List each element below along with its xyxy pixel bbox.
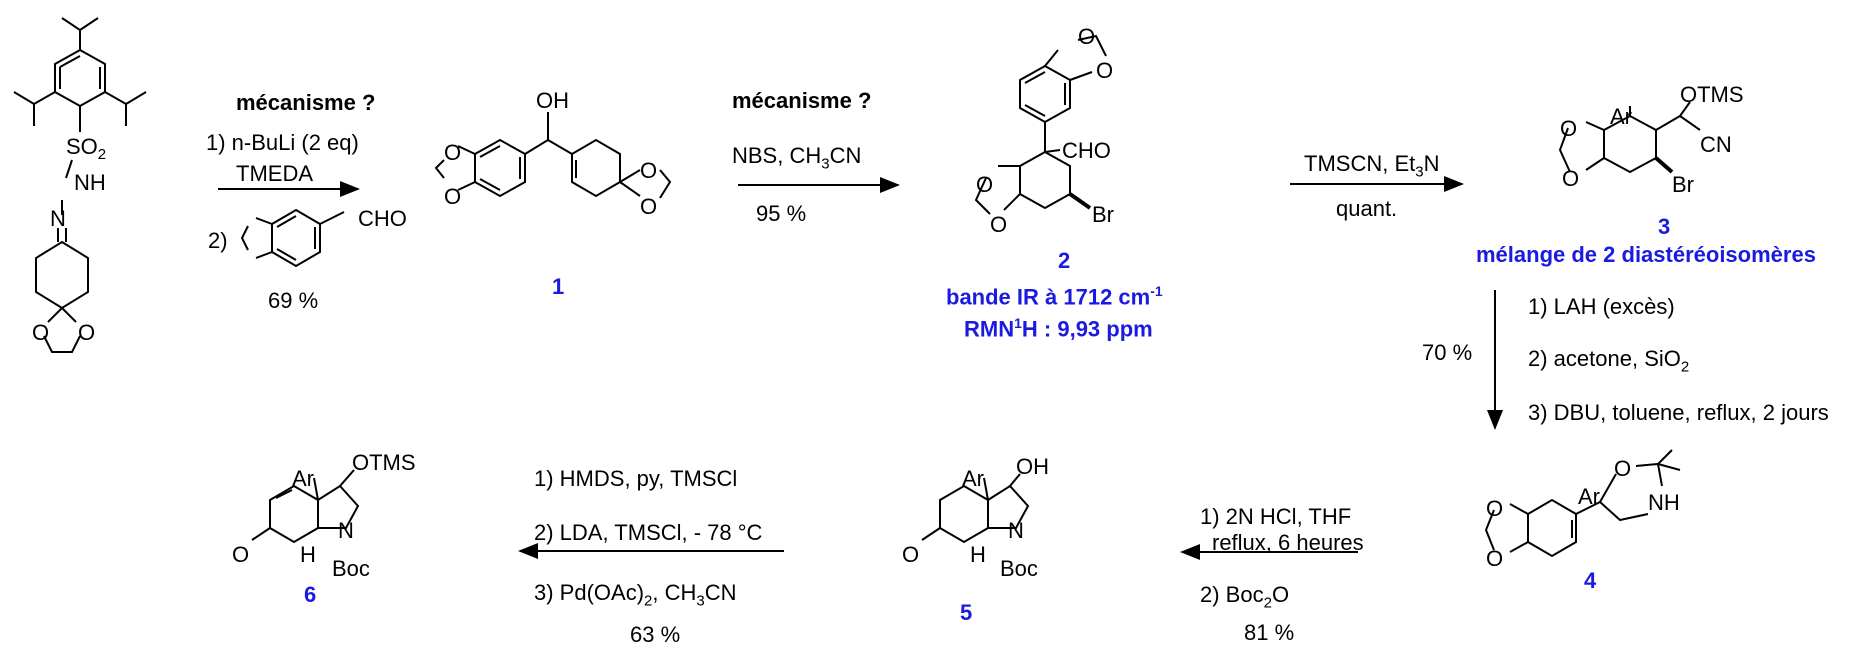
atom-otms-c6: OTMS — [352, 450, 416, 475]
step6-reagent-line3: 3) Pd(OAc)2, CH3CN — [534, 580, 737, 610]
atom-br-c3: Br — [1672, 172, 1694, 197]
atom-n-c6: N — [338, 518, 354, 543]
compound-5-number: 5 — [960, 600, 973, 625]
atom-ar-c4: Ar — [1578, 484, 1600, 509]
atom-o-c1-b: O — [444, 184, 461, 209]
compound-3-note: mélange de 2 diastéréoisomères — [1476, 242, 1816, 267]
compound-3-number: 3 — [1658, 214, 1671, 239]
atom-o-c3-a: O — [1560, 116, 1577, 141]
atom-cho-c2: CHO — [1062, 138, 1111, 163]
atom-o-c6: O — [232, 542, 249, 567]
step6-reagent-line1: 1) HMDS, py, TMSCl — [534, 466, 738, 491]
step1-aldehyde-structure — [240, 208, 345, 268]
atom-otms-c3: OTMS — [1680, 82, 1744, 107]
atom-oh-c5: OH — [1016, 454, 1049, 479]
atom-o-sm-right: O — [78, 320, 95, 345]
atom-oh-c1: OH — [536, 88, 569, 113]
step4-reagent-line3: 3) DBU, toluene, reflux, 2 jours — [1528, 400, 1829, 425]
atom-br-c2: Br — [1092, 202, 1114, 227]
step6-reagent-line2: 2) LDA, TMSCl, - 78 °C — [534, 520, 763, 545]
step1-reagent-line1: 1) n-BuLi (2 eq) — [206, 130, 359, 155]
compound-6-structure — [251, 469, 360, 544]
atom-o-c1-c: O — [640, 158, 657, 183]
compound-4-number: 4 — [1584, 568, 1597, 593]
step2-reagents: NBS, CH3CN — [732, 143, 862, 173]
compound-2-nmr: RMN1H : 9,93 ppm — [964, 315, 1153, 342]
compound-5-structure — [921, 473, 1030, 544]
step6-yield: 63 % — [630, 622, 681, 647]
step4-reagent-line1: 1) LAH (excès) — [1528, 294, 1675, 319]
compound-2-structure — [974, 34, 1107, 215]
step1-yield: 69 % — [268, 288, 319, 313]
atom-o-c2-d: O — [990, 212, 1007, 237]
step5-reagent-line1: 1) 2N HCl, THF — [1200, 504, 1352, 529]
atom-o-c5: O — [902, 542, 919, 567]
step5-yield: 81 % — [1244, 620, 1295, 645]
atom-o-c4-a: O — [1486, 496, 1503, 521]
atom-h-c5: H — [970, 542, 986, 567]
compound-3-structure — [1558, 101, 1701, 174]
atom-n-c5: N — [1008, 518, 1024, 543]
atom-o-c4-ring: O — [1614, 456, 1631, 481]
atom-o-c3-b: O — [1562, 166, 1579, 191]
step2-question: mécanisme ? — [732, 88, 872, 113]
atom-o-c1-a: O — [444, 140, 461, 165]
atom-o-c1-d: O — [640, 194, 657, 219]
step1-reagent-line3: 2) — [208, 228, 228, 253]
compound-1-structure — [434, 112, 672, 199]
compound-1-number: 1 — [552, 274, 565, 299]
atom-o-c2-b: O — [1096, 58, 1113, 83]
step2-yield: 95 % — [756, 201, 807, 226]
atom-ar-c6: Ar — [292, 466, 314, 491]
step4-yield: 70 % — [1422, 340, 1473, 365]
atom-ar-c3: Ar — [1610, 104, 1632, 129]
atom-o-c2-a: O — [1078, 24, 1095, 49]
atom-so2: SO2 — [66, 134, 106, 163]
step4-reagent-line2: 2) acetone, SiO2 — [1528, 346, 1690, 376]
atom-nh-c4: NH — [1648, 490, 1680, 515]
atom-boc-c5: Boc — [1000, 556, 1038, 581]
atom-ar-c5: Ar — [962, 466, 984, 491]
compound-2-number: 2 — [1058, 248, 1071, 273]
atom-h-c6: H — [300, 542, 316, 567]
compound-2-ir: bande IR à 1712 cm-1 — [946, 283, 1163, 310]
step5-reagent-line2: reflux, 6 heures — [1212, 530, 1364, 555]
compound-6-number: 6 — [304, 582, 317, 607]
step3-condition: quant. — [1336, 196, 1398, 221]
step5-reagent-line3: 2) Boc2O — [1200, 582, 1290, 612]
step3-reagents: TMSCN, Et3N — [1304, 151, 1440, 181]
step1-question: mécanisme ? — [236, 90, 376, 115]
step1-reagent-line2: TMEDA — [236, 161, 313, 186]
starting-hydrazone — [13, 17, 147, 353]
compound-4-structure — [1484, 449, 1681, 558]
atom-cn-c3: CN — [1700, 132, 1732, 157]
atom-n: N — [50, 206, 66, 231]
step1-cho-label: CHO — [358, 206, 407, 231]
atom-boc-c6: Boc — [332, 556, 370, 581]
atom-o-c2-c: O — [976, 172, 993, 197]
atom-nh: NH — [74, 170, 106, 195]
atom-o-sm-left: O — [32, 320, 49, 345]
atom-o-c4-b: O — [1486, 546, 1503, 571]
